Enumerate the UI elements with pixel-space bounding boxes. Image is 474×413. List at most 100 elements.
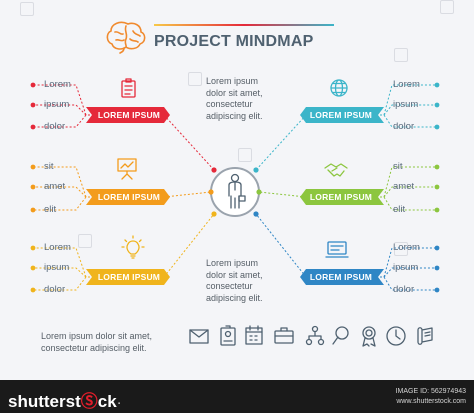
brain-icon: [106, 21, 146, 54]
branch-4-item-1-dot: [434, 82, 440, 88]
branch-2-ribbon-shape: [86, 189, 170, 205]
branch-4-ribbon: LOREM IPSUM: [309, 110, 373, 120]
branch-4-item-1: Lorem: [393, 79, 420, 90]
id-badge-icon: [220, 325, 236, 346]
watermark-square: [188, 72, 202, 86]
handshake-icon: [324, 163, 348, 177]
branch-3-item-3-connector: [34, 276, 94, 291]
branch-6-ribbon: LOREM IPSUM: [309, 272, 373, 282]
branch-2-item-2-dot: [30, 184, 36, 190]
brand-text-1: shutter: [8, 392, 66, 411]
branch-1-item-3-dot: [30, 124, 36, 130]
branch-1-center-dot: [211, 167, 217, 173]
watermark-square: [440, 0, 454, 14]
branch-2-item-3: elit: [44, 204, 57, 215]
branch-5-item-3-connector: [376, 196, 436, 211]
page-title: PROJECT MINDMAP: [154, 33, 314, 50]
diploma-scroll-icon: [417, 327, 433, 345]
branch-1-item-1-dot: [30, 82, 36, 88]
branch-2-item-2: amet: [44, 181, 66, 192]
branch-4-item-3: dolor: [393, 121, 415, 132]
branch-6-item-1-dot: [434, 245, 440, 251]
branch-3-ribbon: LOREM IPSUM: [97, 272, 161, 282]
branch-2-center-connector: [163, 191, 212, 198]
branch-4-center-dot: [253, 167, 259, 173]
branch-4-item-3-dot: [434, 124, 440, 130]
branch-6-item-2-dot: [434, 265, 440, 271]
branch-2-item-3-dot: [30, 207, 36, 213]
branch-1-ribbon: LOREM IPSUM: [97, 110, 161, 120]
branch-5-item-1: sit: [393, 161, 403, 172]
branch-4-item-3-connector: [376, 114, 436, 128]
clock-icon: [386, 326, 406, 346]
branch-3-ribbon-shape: [86, 269, 170, 285]
brand-dot: ·: [116, 394, 122, 411]
shutterstock-logo: shutterstⓈck·: [8, 387, 122, 412]
branch-5-center-dot: [256, 189, 262, 195]
branch-3-center-dot: [211, 211, 217, 217]
presentation-board-icon: [117, 158, 137, 180]
branch-6-item-3: dolor: [393, 284, 415, 295]
branch-2-item-3-connector: [34, 196, 94, 211]
branch-3-item-2: ipsum: [44, 262, 70, 273]
branch-6-item-3-dot: [434, 287, 440, 293]
branch-1-center-connector: [163, 114, 215, 171]
laptop-icon: [325, 241, 349, 258]
branch-6-ribbon-shape: [300, 269, 384, 285]
branch-2-item-1: sit: [44, 161, 54, 172]
award-medal-icon: [362, 326, 376, 347]
center-text-top: Lorem ipsum dolor sit amet, consectetur …: [206, 76, 263, 121]
branch-5-item-2: amet: [393, 181, 415, 192]
branch-4-item-2-dot: [434, 102, 440, 108]
branch-5-item-1-dot: [434, 164, 440, 170]
branch-5-center-connector: [258, 191, 307, 198]
bottom-caption: Lorem ipsum dolor sit amet, consectetur …: [41, 331, 153, 353]
branch-1-ribbon-shape: [86, 107, 170, 123]
watermark-square: [394, 48, 408, 62]
branch-6-item-2: ipsum: [393, 262, 419, 273]
center-text-bottom: Lorem ipsum dolor sit amet, consectetur …: [206, 258, 263, 303]
branch-1-item-3: dolor: [44, 121, 66, 132]
stock-footer: shutterstⓈck· IMAGE ID: 562974943 www.sh…: [0, 380, 474, 413]
watermark-square: [394, 242, 408, 256]
watermark-square: [20, 2, 34, 16]
image-url: www.shutterstock.com: [396, 398, 466, 405]
lightbulb-icon: [121, 235, 145, 259]
branch-1-item-3-connector: [34, 114, 94, 128]
image-id: IMAGE ID: 562974943: [395, 388, 466, 395]
branch-3-item-2-dot: [30, 265, 36, 271]
branch-5-item-3-dot: [434, 207, 440, 213]
branch-2-item-1-dot: [30, 164, 36, 170]
branch-5-ribbon: LOREM IPSUM: [309, 192, 373, 202]
clipboard-checklist-icon: [121, 78, 136, 98]
branch-3-center-connector: [163, 213, 215, 278]
branch-4-item-2: ipsum: [393, 99, 419, 110]
watermark-square: [238, 148, 252, 162]
branch-1-item-1: Lorem: [44, 79, 71, 90]
branch-3-item-1-dot: [30, 245, 36, 251]
brand-text-2: st: [65, 392, 81, 411]
branch-5-ribbon-shape: [300, 189, 384, 205]
center-circle: [210, 167, 260, 217]
branch-6-center-dot: [253, 211, 259, 217]
branch-1-item-2-dot: [30, 102, 36, 108]
branch-3-item-3-dot: [30, 287, 36, 293]
branch-5-item-3: elit: [393, 204, 406, 215]
branch-6-item-1: Lorem: [393, 242, 420, 253]
mindmap-canvas: PROJECT MINDMAP Lorem ipsum dolor sit am…: [0, 0, 474, 380]
branch-6-item-3-connector: [376, 276, 436, 291]
branch-5-item-2-dot: [434, 184, 440, 190]
branch-4-center-connector: [255, 114, 307, 171]
brand-mark: Ⓢ: [80, 392, 98, 411]
watermark-square: [78, 234, 92, 248]
envelope-icon: [189, 329, 209, 344]
brand-text-3: ck: [97, 392, 117, 411]
branch-2-center-dot: [208, 189, 214, 195]
branch-6-center-connector: [255, 213, 307, 278]
branch-3-item-1: Lorem: [44, 242, 71, 253]
branch-3-item-3: dolor: [44, 284, 66, 295]
title-underline: [154, 24, 334, 26]
briefcase-icon: [274, 327, 294, 344]
hierarchy-icon: [305, 325, 325, 346]
branch-1-item-2: ipsum: [44, 99, 70, 110]
